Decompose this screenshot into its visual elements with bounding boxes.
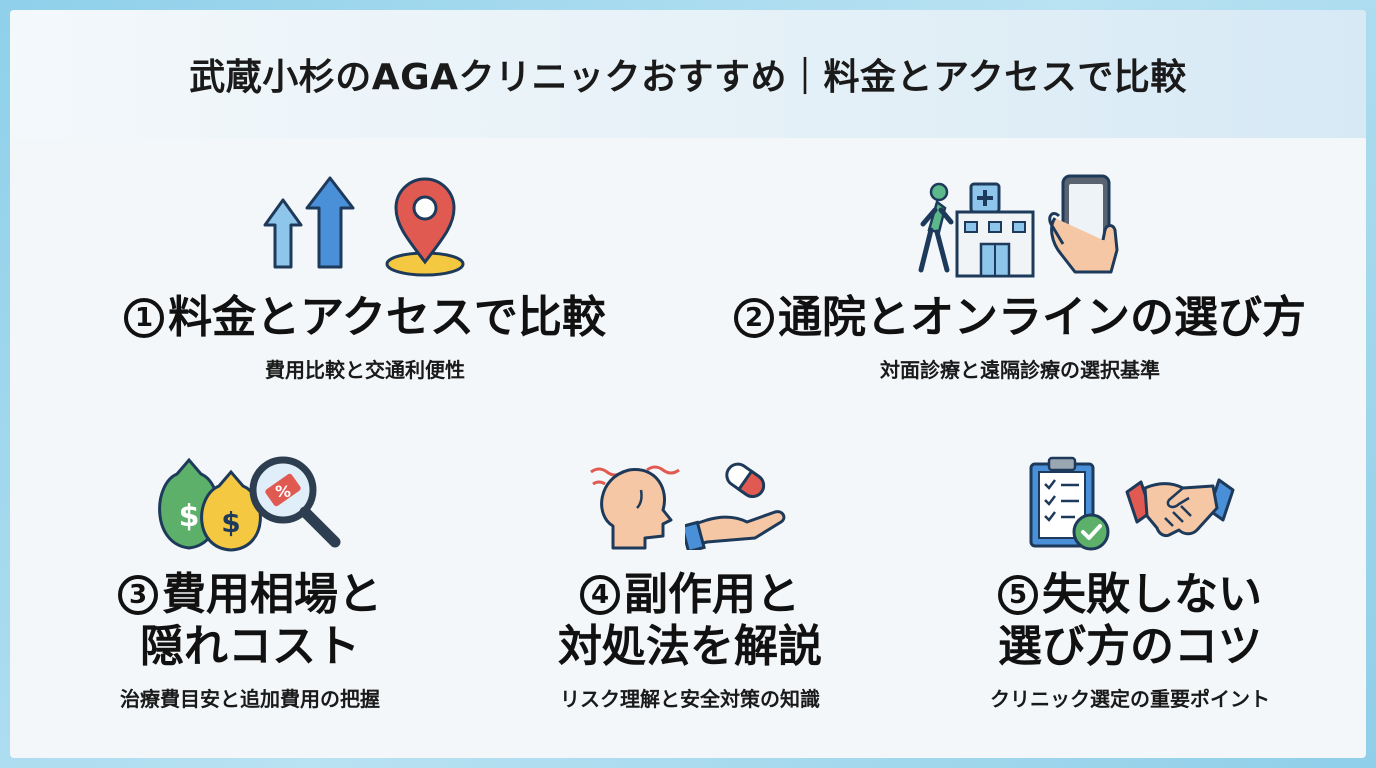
head-side-effect-icon	[590, 465, 680, 550]
tag-percent-text: %	[275, 482, 291, 501]
location-pin-icon	[385, 177, 465, 277]
section-3-subtitle: 治療費目安と追加費用の把握	[120, 686, 380, 711]
section-1-subtitle: 費用比較と交通利便性	[265, 357, 465, 382]
section-2-number: 2	[734, 298, 774, 338]
magnifier-tag-icon: %	[249, 456, 341, 548]
section-4-number: 4	[580, 575, 620, 615]
hand-pill-icon	[685, 462, 786, 550]
svg-text:$: $	[179, 499, 200, 534]
hospital-building-icon	[955, 182, 1035, 278]
section-5-number: 5	[998, 575, 1038, 615]
section-2-subtitle: 対面診療と遠隔診療の選択基準	[880, 357, 1160, 382]
clipboard-check-icon	[1029, 456, 1110, 551]
section-1-number: 1	[124, 298, 165, 338]
header-banner: 武蔵小杉のAGAクリニックおすすめ｜料金とアクセスで比較	[10, 10, 1366, 138]
smartphone-hand-icon	[1048, 174, 1119, 274]
walking-person-icon	[918, 182, 954, 273]
section-4-subtitle: リスク理解と安全対策の知識	[560, 686, 820, 711]
section-3-number: 3	[118, 575, 158, 615]
handshake-icon	[1125, 478, 1235, 538]
section-5-subtitle: クリニック選定の重要ポイント	[990, 686, 1270, 711]
money-bags-icon: $ $	[158, 457, 262, 552]
svg-text:$: $	[221, 506, 240, 539]
page-title: 武蔵小杉のAGAクリニックおすすめ｜料金とアクセスで比較	[189, 57, 1187, 98]
arrows-up-icon	[263, 176, 355, 269]
